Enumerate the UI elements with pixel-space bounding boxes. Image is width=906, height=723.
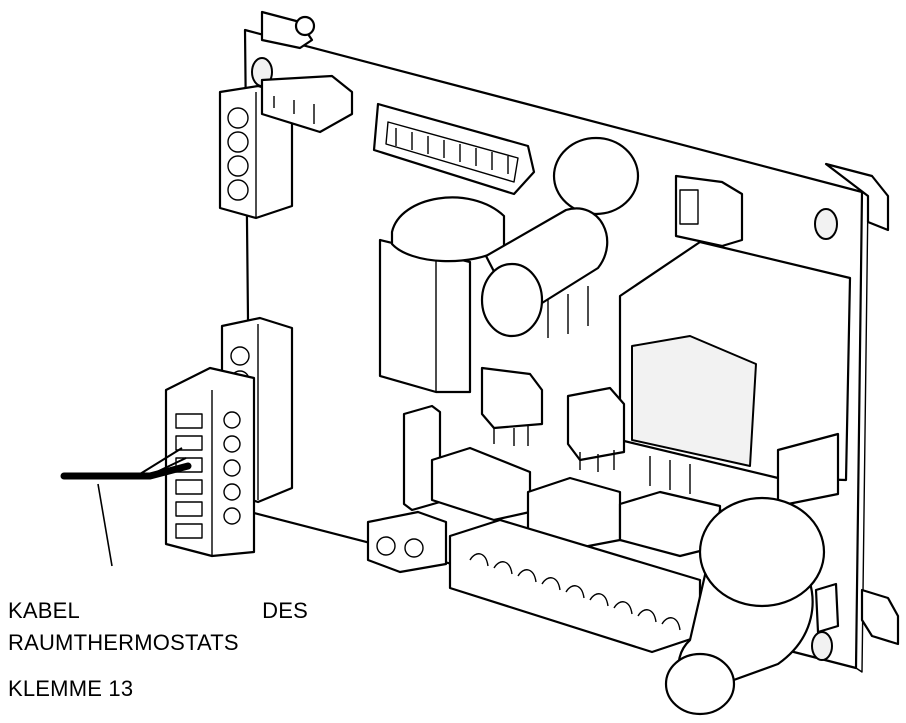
connector-top-left [218, 84, 294, 220]
mounting-clip-right-bottom [811, 588, 900, 661]
relay-small-2 [566, 386, 626, 472]
thermostat-cable [60, 447, 192, 480]
capacitor-top [552, 136, 640, 216]
capacitor-horizontal [480, 207, 609, 338]
header-small-top [260, 74, 354, 134]
leader-line [97, 483, 113, 567]
terminal-plug-klemme [164, 366, 256, 558]
mounting-clip-right-top [814, 162, 890, 240]
transformer [618, 240, 852, 508]
connector-top-right [674, 174, 744, 248]
ribbon-connector [372, 102, 536, 196]
flat-tab-terminal [814, 582, 840, 634]
relay-small-1 [480, 366, 544, 446]
mounting-clip-top-left [251, 10, 316, 87]
caption-cable-label: KABEL DES [8, 598, 308, 624]
relay-left [378, 196, 506, 394]
capacitor-large-bottom [664, 496, 826, 716]
caption-thermostat: RAUMTHERMOSTATS [8, 630, 239, 655]
caption-terminal: KLEMME 13 [8, 676, 134, 701]
caption-word-des: DES [262, 598, 308, 623]
caption-word-kabel: KABEL [8, 598, 80, 623]
connector-bottom-small [366, 510, 448, 574]
